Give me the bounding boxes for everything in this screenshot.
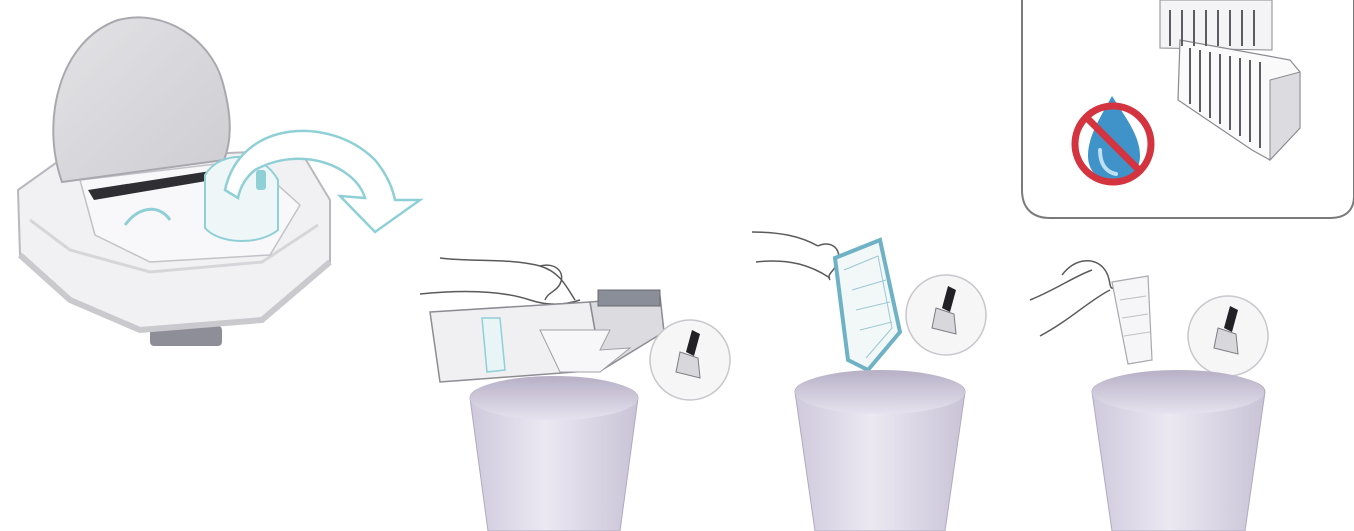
waste-bin-icon (1092, 370, 1265, 531)
hand-with-filter-frame-icon (752, 232, 900, 370)
waste-bin-icon (470, 376, 638, 531)
waste-bin-icon (795, 370, 965, 531)
robot-vacuum-open-lid-icon (18, 17, 330, 346)
brush-icon (906, 275, 986, 355)
hand-with-hepa-filter-icon (1030, 261, 1152, 364)
brush-icon (1188, 296, 1268, 376)
warning-panel (1022, 0, 1354, 218)
hand-emptying-dustbin-icon (420, 258, 664, 382)
brush-icon (650, 320, 730, 400)
